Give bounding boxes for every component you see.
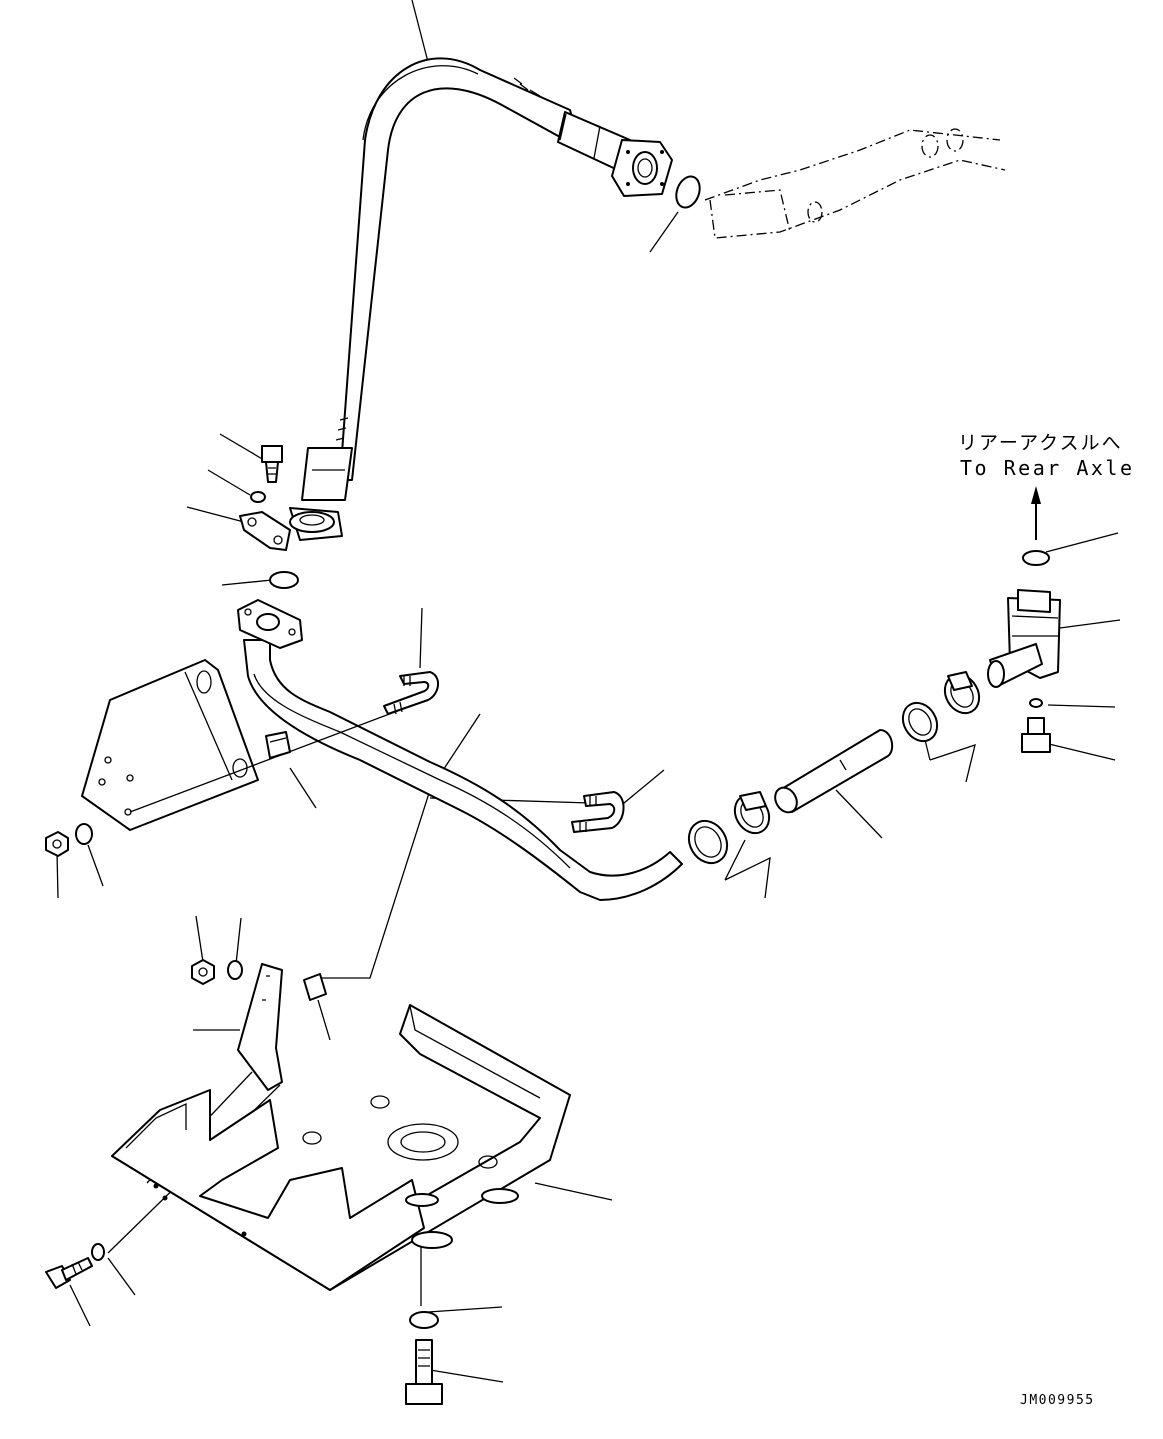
- rear-axle-label-jp: リアーアクスルへ: [958, 432, 1123, 454]
- bracket-plate: [81, 659, 259, 831]
- hose-flange-lower: [289, 507, 343, 541]
- washer-upper: [250, 491, 266, 503]
- nut-left: [45, 831, 69, 857]
- guard-plate: [111, 1004, 571, 1291]
- o-ring-upper: [675, 175, 701, 209]
- o-ring-right: [1022, 550, 1050, 566]
- support-bracket: [237, 963, 283, 1091]
- washer-mid: [227, 960, 243, 980]
- bolt-lower-left: [45, 1257, 93, 1289]
- washer-lower: [409, 1311, 439, 1329]
- hydraulic-hose: [301, 57, 631, 501]
- hose-flange-upper: [611, 139, 673, 197]
- bolt-upper: [261, 445, 283, 483]
- plug-bolt: [1021, 717, 1051, 753]
- o-ring-mid: [269, 571, 299, 589]
- washer-left: [75, 823, 93, 845]
- tube-flange: [237, 599, 303, 649]
- u-bolt-lower: [571, 791, 625, 833]
- clamp-block-upper: [265, 731, 291, 759]
- tee-connector: [987, 589, 1061, 688]
- leader-lines: [56, 0, 1121, 1383]
- axle-housing-phantom: [704, 128, 1006, 239]
- washer-lower-left: [91, 1243, 105, 1261]
- hose-clamp-1: [687, 819, 729, 865]
- o-ring-small: [1029, 698, 1043, 708]
- bolt-lower: [405, 1339, 443, 1405]
- hose-clamp-4: [943, 671, 981, 715]
- nut-mid: [191, 959, 215, 985]
- u-bolt-upper: [383, 671, 439, 715]
- rubber-hose: [774, 729, 894, 814]
- rear-axle-arrow: [1031, 486, 1041, 540]
- split-flange-half: [239, 511, 291, 551]
- hose-clamp-3: [901, 701, 939, 743]
- hose-clamp-2: [733, 791, 771, 835]
- bracket-bolt-line: [129, 709, 401, 813]
- drawing-number: JM009955: [1020, 1393, 1095, 1408]
- clamp-block-lower: [303, 973, 327, 1001]
- steel-tube: [243, 639, 683, 901]
- rubber-mounts: [405, 1188, 519, 1249]
- rear-axle-label-en: To Rear Axle: [960, 456, 1135, 480]
